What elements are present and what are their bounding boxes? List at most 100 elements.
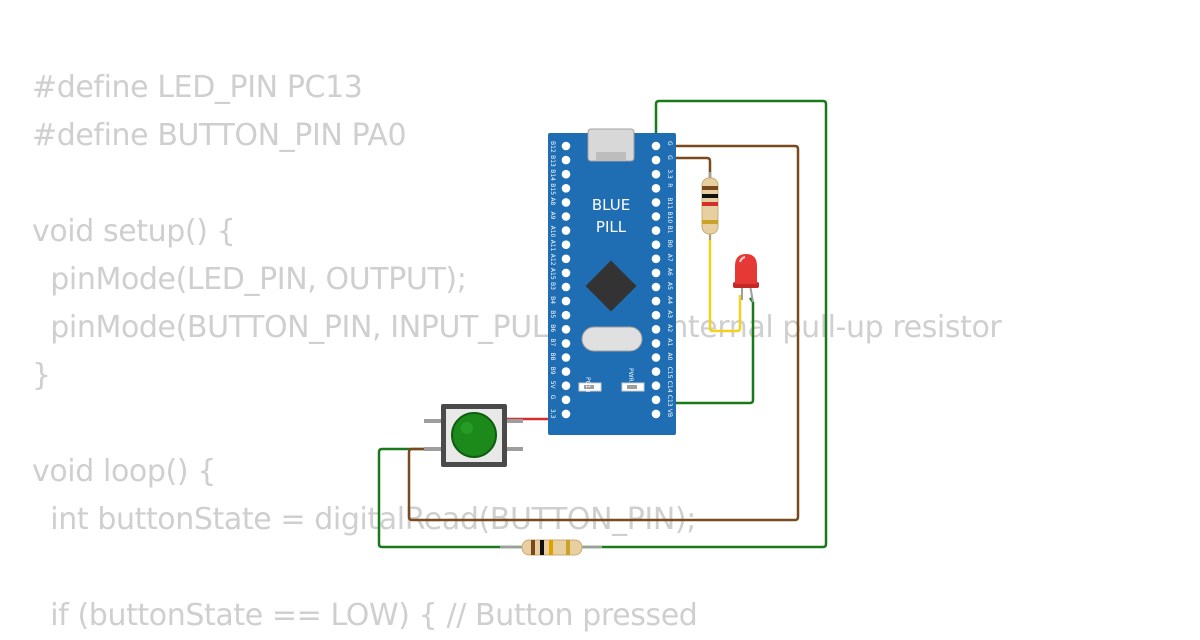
pin-label: A0 — [666, 353, 673, 361]
pin-label: A9 — [549, 212, 556, 220]
pin-label: B14 — [549, 169, 556, 181]
resistor-button[interactable] — [500, 539, 602, 556]
pc13-label: PC13 — [584, 377, 591, 393]
header-pin[interactable] — [561, 240, 571, 249]
pin-label: 3.3 — [666, 169, 673, 179]
right-pin-header[interactable]: GG3.3RB11B10B1B0A7A6A5A4A3A2A1A0C15C14C1… — [651, 141, 673, 419]
header-pin[interactable] — [651, 184, 661, 193]
header-pin[interactable] — [651, 240, 661, 249]
pin-label: A3 — [666, 310, 673, 318]
green-wire-led-to-c13[interactable] — [656, 297, 755, 405]
header-pin[interactable] — [561, 212, 571, 221]
header-pin[interactable] — [651, 226, 661, 235]
pin-label: B7 — [549, 338, 556, 346]
pin-label: A10 — [549, 226, 556, 238]
header-pin[interactable] — [561, 409, 571, 419]
yellow-wire-resistor-to-led[interactable] — [708, 234, 742, 333]
header-pin[interactable] — [651, 141, 661, 151]
resistor-led[interactable] — [701, 172, 719, 240]
header-pin[interactable] — [651, 367, 661, 376]
code-line: void setup() { — [32, 214, 236, 249]
pin-label: A8 — [549, 197, 556, 205]
header-pin[interactable] — [651, 155, 661, 165]
header-pin[interactable] — [651, 395, 661, 405]
header-pin[interactable] — [561, 169, 571, 179]
pin-label: B11 — [666, 197, 673, 209]
header-pin[interactable] — [651, 296, 661, 306]
pin-label: A6 — [666, 268, 673, 276]
green-wire-gnd-to-button[interactable] — [377, 99, 828, 549]
pin-label: B12 — [549, 141, 556, 153]
brown-wire-to-resistor[interactable] — [656, 156, 712, 178]
header-pin[interactable] — [651, 353, 661, 362]
board-name-line2: PILL — [596, 218, 627, 236]
button-cap[interactable] — [451, 412, 497, 458]
header-pin[interactable] — [561, 254, 571, 264]
pin-label: B13 — [549, 155, 556, 167]
pin-label: B3 — [549, 282, 556, 290]
pin-label: B1 — [666, 226, 673, 234]
pin-label: A12 — [549, 254, 556, 266]
blue-pill-board[interactable]: BLUE PILL PC13 PWR B12B13B14B15A8A9A10A1… — [548, 128, 676, 435]
left-pin-header[interactable]: B12B13B14B15A8A9A10A11A12A15B3B4B5B6B7B8… — [549, 141, 571, 419]
header-pin[interactable] — [561, 296, 571, 306]
pin-label: B5 — [549, 310, 556, 318]
header-pin[interactable] — [561, 339, 571, 348]
header-pin[interactable] — [651, 169, 661, 179]
header-pin[interactable] — [561, 155, 571, 165]
pin-label: B6 — [549, 324, 556, 332]
header-pin[interactable] — [651, 381, 661, 391]
header-pin[interactable] — [561, 268, 571, 278]
pin-label: C15 — [666, 367, 673, 379]
pin-label: A11 — [549, 240, 556, 252]
pin-label: G — [666, 141, 673, 146]
red-led[interactable] — [733, 254, 759, 303]
header-pin[interactable] — [561, 381, 571, 391]
header-pin[interactable] — [651, 212, 661, 221]
code-line: #define LED_PIN PC13 — [32, 70, 363, 105]
header-pin[interactable] — [651, 339, 661, 348]
header-pin[interactable] — [561, 141, 571, 151]
header-pin[interactable] — [561, 325, 571, 334]
pin-label: A15 — [549, 268, 556, 280]
board-name-line1: BLUE — [592, 196, 630, 214]
pin-label: A2 — [666, 324, 673, 332]
code-line: } — [32, 358, 51, 393]
header-pin[interactable] — [651, 198, 661, 207]
pin-label: A4 — [666, 296, 673, 304]
header-pin[interactable] — [651, 254, 661, 264]
pin-label: G — [549, 395, 556, 400]
header-pin[interactable] — [561, 282, 571, 292]
header-pin[interactable] — [651, 268, 661, 278]
pin-label: B9 — [549, 367, 556, 375]
header-pin[interactable] — [561, 310, 571, 320]
header-pin[interactable] — [651, 409, 661, 419]
pin-label: B8 — [549, 353, 556, 361]
crystal-oscillator — [581, 326, 643, 352]
pin-label: B0 — [666, 240, 673, 248]
header-pin[interactable] — [651, 325, 661, 334]
brown-wire-gnd-to-button[interactable] — [407, 144, 800, 522]
header-pin[interactable] — [561, 198, 571, 207]
header-pin[interactable] — [651, 310, 661, 320]
header-pin[interactable] — [561, 353, 571, 362]
pin-label: 5V — [549, 381, 556, 390]
pin-label: C13 — [666, 395, 673, 407]
pin-label: VB — [666, 409, 673, 417]
pin-label: R — [666, 183, 673, 187]
pin-label: A1 — [666, 338, 673, 346]
pwr-label: PWR — [627, 368, 634, 382]
header-pin[interactable] — [561, 367, 571, 376]
pin-label: A7 — [666, 254, 673, 262]
pin-label: 3.3 — [549, 409, 556, 419]
push-button[interactable] — [424, 404, 523, 467]
header-pin[interactable] — [561, 226, 571, 235]
pin-label: B4 — [549, 296, 556, 304]
header-pin[interactable] — [651, 282, 661, 292]
pin-label: C14 — [666, 381, 673, 393]
code-line: void loop() { — [32, 454, 216, 489]
header-pin[interactable] — [561, 184, 571, 193]
code-line: pinMode(LED_PIN, OUTPUT); — [32, 262, 467, 297]
header-pin[interactable] — [561, 395, 571, 405]
